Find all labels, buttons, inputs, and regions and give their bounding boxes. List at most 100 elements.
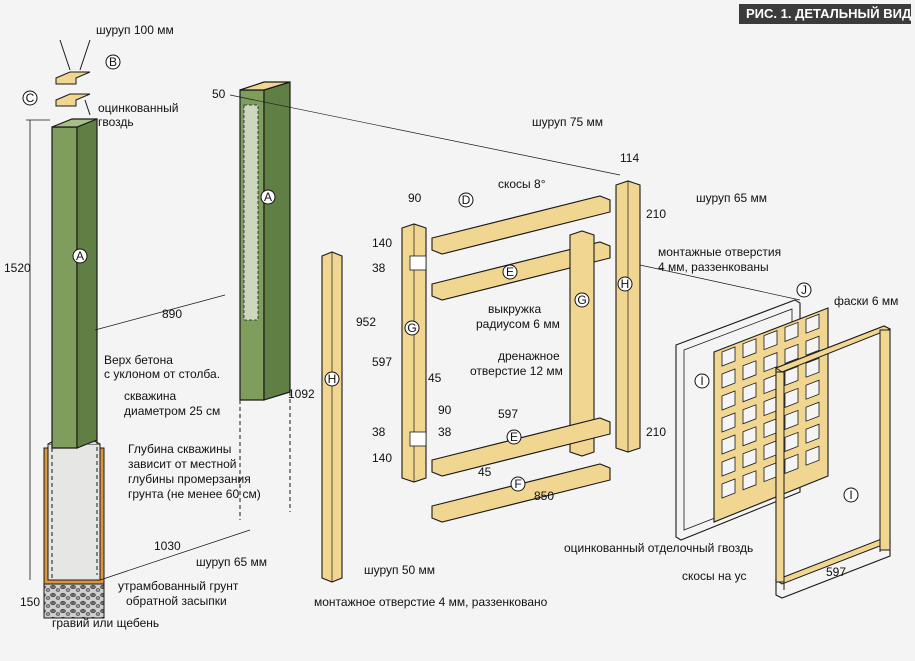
labels: шуруп 100 мм оцинкованный гвоздь Верх бе… xyxy=(52,23,898,630)
label-depth-2: зависит от местной xyxy=(128,457,236,471)
dim-140a: 140 xyxy=(372,236,392,250)
part-g-right xyxy=(569,230,595,457)
concrete-fill xyxy=(47,443,101,581)
dim-1520: 1520 xyxy=(4,261,31,275)
part-e-lower xyxy=(431,417,611,477)
label-depth-1: Глубина скважины xyxy=(128,442,231,456)
gravel-base xyxy=(43,581,105,619)
svg-text:B: B xyxy=(109,55,117,69)
marker-g2: G xyxy=(574,292,590,308)
label-backfill-1: утрамбованный грунт xyxy=(118,579,239,593)
frame-parts xyxy=(321,180,641,583)
svg-text:I: I xyxy=(700,374,703,388)
svg-text:C: C xyxy=(26,91,35,105)
label-cutout-1: выкружка xyxy=(488,302,541,316)
lattice-hole xyxy=(784,409,799,430)
dim-140b: 140 xyxy=(372,451,392,465)
post-a-installed xyxy=(26,39,251,619)
lattice-hole xyxy=(742,448,757,469)
dim-45a: 45 xyxy=(428,371,442,385)
part-f xyxy=(431,463,611,523)
marker-d: D xyxy=(458,192,474,208)
label-concrete-2: с уклоном от столба. xyxy=(104,367,220,381)
dim-114: 114 xyxy=(620,151,639,165)
svg-text:E: E xyxy=(506,265,514,279)
lattice-hole xyxy=(742,382,757,403)
svg-text:A: A xyxy=(76,249,84,263)
lattice-hole xyxy=(742,338,757,359)
lattice-hole xyxy=(805,357,820,378)
dim-50: 50 xyxy=(212,87,226,101)
marker-b: B xyxy=(105,54,121,70)
lattice-hole xyxy=(805,401,820,422)
label-mount-2: 4 мм, раззенкованы xyxy=(658,260,769,274)
post-a2-top xyxy=(239,81,291,91)
lattice-hole xyxy=(721,478,736,499)
marker-h2: H xyxy=(617,276,633,292)
label-screw100: шуруп 100 мм xyxy=(96,23,174,37)
label-concrete-1: Верх бетона xyxy=(104,353,173,367)
label-mount-1: монтажные отверстия xyxy=(658,245,781,259)
dim-45b: 45 xyxy=(478,465,492,479)
post-a-front xyxy=(51,126,78,449)
dim-90a: 90 xyxy=(408,191,422,205)
dim-38c: 38 xyxy=(438,425,452,439)
lattice-panel xyxy=(639,264,892,599)
dimensions: 1520 890 1030 150 50 114 210 210 90 140 … xyxy=(4,87,846,609)
label-hole-1: скважина xyxy=(124,389,177,403)
label-screw65a: шуруп 65 мм xyxy=(696,191,767,205)
svg-text:I: I xyxy=(849,488,852,502)
part-e-upper xyxy=(431,241,611,301)
part-i-back xyxy=(675,299,801,541)
dim-90b: 90 xyxy=(438,403,452,417)
lattice-hole xyxy=(742,360,757,381)
svg-text:A: A xyxy=(264,190,272,204)
marker-a1: A xyxy=(72,248,88,264)
lattice-hole xyxy=(721,368,736,389)
lattice-hole xyxy=(721,412,736,433)
lattice-hole xyxy=(742,404,757,425)
label-bevel8: скосы 8° xyxy=(498,177,546,191)
lattice-hole xyxy=(784,453,799,474)
lattice-hole xyxy=(721,456,736,477)
dim-890: 890 xyxy=(162,307,182,321)
label-drain-2: отверстие 12 мм xyxy=(470,364,563,378)
marker-c: C xyxy=(22,90,38,106)
label-hole-2: диаметром 25 см xyxy=(124,404,220,418)
lattice-hole xyxy=(784,321,799,342)
post-a2-side xyxy=(263,81,291,401)
dim-38a: 38 xyxy=(372,261,386,275)
lattice-hole xyxy=(721,390,736,411)
title-bar xyxy=(739,4,911,24)
dim-1092: 1092 xyxy=(288,387,315,401)
label-nail-2: гвоздь xyxy=(98,115,134,129)
lattice-hole xyxy=(742,426,757,447)
dim-597a: 597 xyxy=(372,355,392,369)
lattice-hole xyxy=(784,431,799,452)
marker-g1: G xyxy=(404,320,420,336)
marker-a2: A xyxy=(260,189,276,205)
cap-c xyxy=(55,93,91,107)
lattice-hole xyxy=(721,346,736,367)
label-screw65b: шуруп 65 мм xyxy=(196,555,267,569)
svg-text:H: H xyxy=(328,372,337,386)
lattice-hole xyxy=(763,330,778,351)
svg-text:G: G xyxy=(407,321,416,335)
part-markers: B C A A D E E F G G H H I I J xyxy=(22,54,859,503)
label-backfill-2: обратной засыпки xyxy=(126,594,227,608)
post-a-detail xyxy=(229,81,621,520)
post-a-top xyxy=(51,118,98,128)
marker-f: F xyxy=(510,476,526,492)
label-finishnail: оцинкованный отделочный гвоздь xyxy=(564,541,753,555)
part-d xyxy=(431,195,611,255)
marker-e2: E xyxy=(506,429,522,445)
lattice-hole xyxy=(784,343,799,364)
svg-text:H: H xyxy=(621,277,630,291)
dim-210b: 210 xyxy=(646,425,666,439)
marker-e1: E xyxy=(502,264,518,280)
lattice-hole xyxy=(805,313,820,334)
cap-b xyxy=(55,71,91,85)
lattice-hole xyxy=(805,423,820,444)
